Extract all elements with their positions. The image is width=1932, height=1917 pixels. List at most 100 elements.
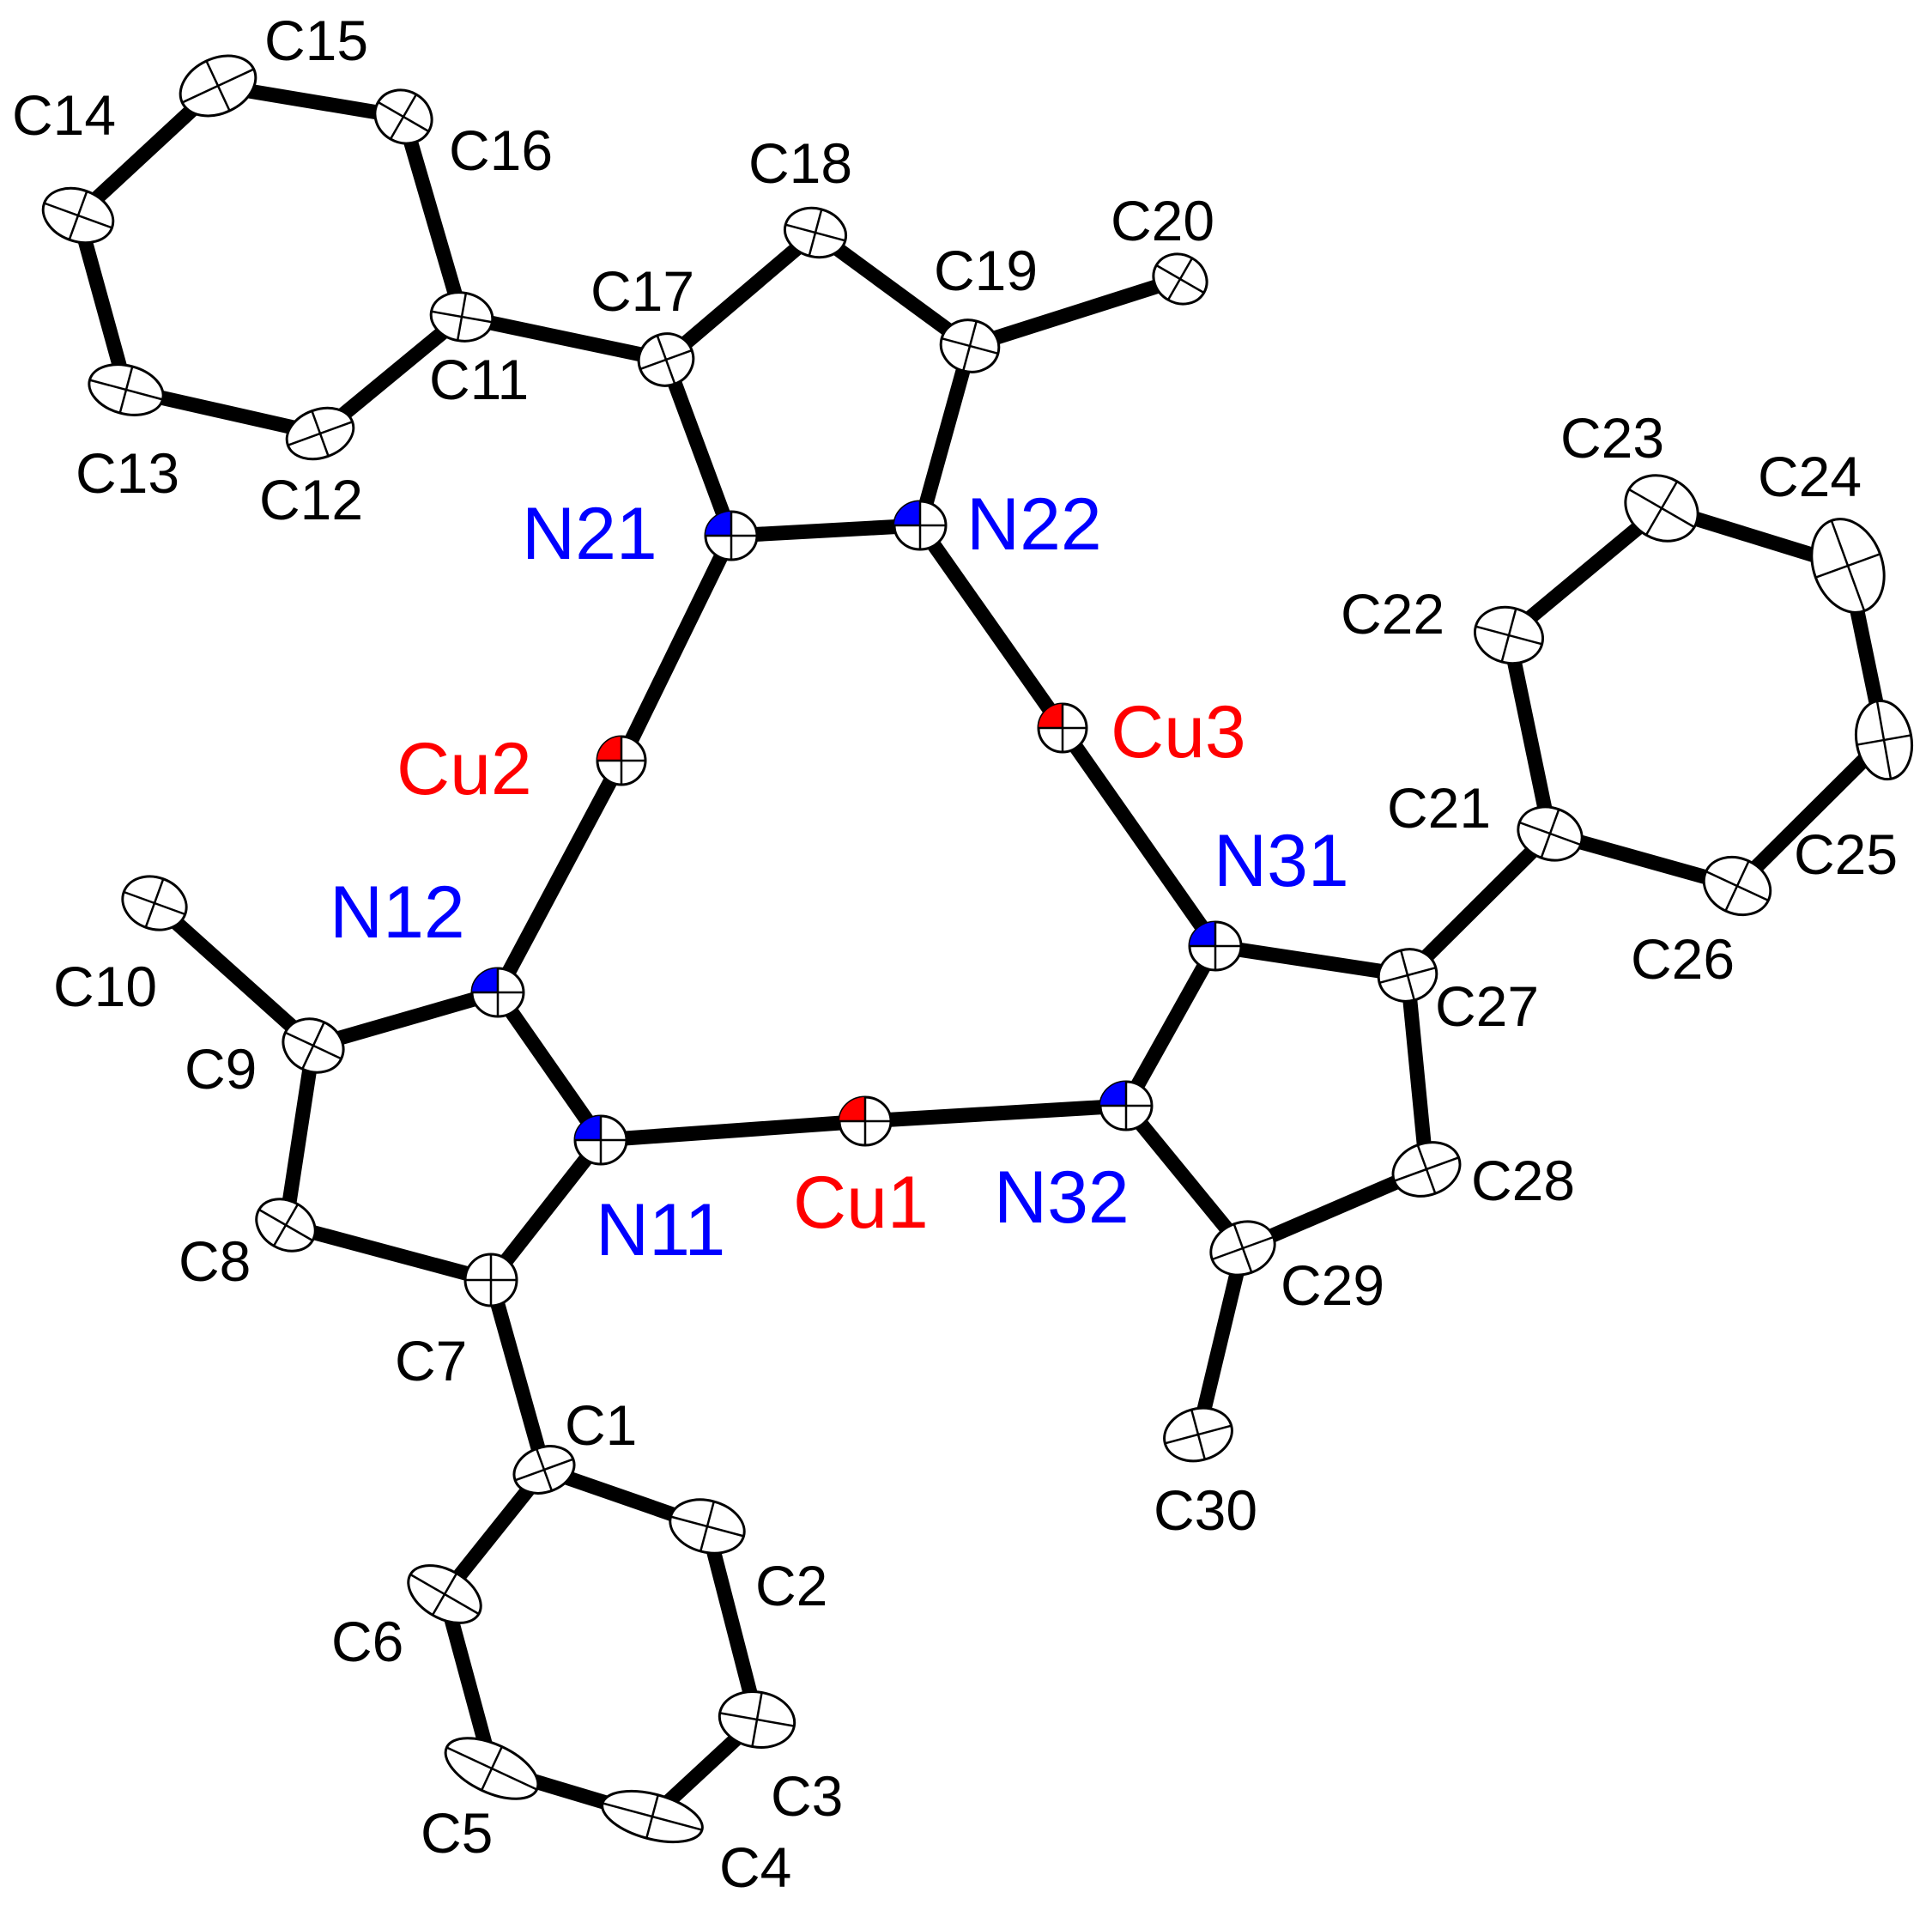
atom-label-cu3: Cu3: [1111, 691, 1246, 773]
atom-c25: [1854, 699, 1914, 781]
bond-n22-cu3: [912, 518, 1070, 736]
atom-label-c5: C5: [421, 1801, 493, 1865]
bond-n32-cu1: [857, 1098, 1134, 1129]
atom-c26: [1702, 855, 1772, 917]
atom-label-c24: C24: [1758, 445, 1862, 508]
bond-c22-c23: [1501, 500, 1669, 643]
atom-n32: [1099, 1080, 1154, 1131]
atom-label-c15: C15: [264, 9, 368, 72]
atom-label-c4: C4: [719, 1835, 791, 1899]
atom-label-c9: C9: [185, 1037, 257, 1101]
atom-n21: [704, 510, 759, 561]
atom-cu3: [1037, 702, 1088, 754]
bond-c25-c26: [1729, 732, 1892, 894]
atom-c12: [285, 406, 355, 461]
atom-label-c21: C21: [1387, 776, 1491, 840]
label-layer: C1C2C3C4C5C6C7C8C9C10C11C12C13C14C15C16C…: [12, 9, 1898, 1899]
bond-c21-c22: [1501, 628, 1558, 841]
atom-c23: [1624, 474, 1699, 543]
atom-c16: [373, 88, 433, 145]
bond-n12-cu2: [490, 753, 629, 1000]
atom-c27: [1377, 948, 1438, 1003]
atom-c9: [282, 1017, 345, 1074]
bond-c17-c18: [658, 225, 823, 367]
atom-n22: [893, 500, 948, 551]
atom-label-c27: C27: [1435, 974, 1539, 1038]
atom-c22: [1473, 605, 1545, 665]
bond-n21-cu2: [614, 528, 739, 768]
atom-label-c3: C3: [771, 1764, 843, 1828]
atom-label-n11: N11: [596, 1189, 725, 1271]
atom-c6: [407, 1564, 482, 1624]
atom-c21: [1517, 805, 1584, 862]
atom-n11: [573, 1114, 628, 1166]
atom-cu1: [838, 1095, 893, 1147]
bond-c19-c20: [962, 271, 1188, 354]
atom-label-c10: C10: [53, 955, 157, 1018]
bond-n31-n32: [1118, 938, 1223, 1113]
atom-c11: [429, 291, 494, 343]
atom-label-c28: C28: [1471, 1149, 1575, 1212]
atom-cu2: [596, 735, 647, 786]
atom-c7: [463, 1253, 518, 1307]
bond-n31-cu3: [1055, 720, 1223, 954]
atom-c13: [88, 363, 165, 416]
atom-label-c12: C12: [259, 468, 363, 531]
atom-c20: [1152, 252, 1208, 306]
atom-label-n31: N31: [1214, 820, 1349, 902]
atom-label-c30: C30: [1154, 1478, 1257, 1542]
bond-c16-c11: [396, 109, 469, 325]
atom-label-c23: C23: [1560, 406, 1664, 470]
bond-n11-n12: [490, 985, 609, 1148]
bond-n12-c9: [306, 985, 506, 1053]
bond-n21-n22: [724, 518, 928, 543]
bond-c9-c10: [147, 895, 321, 1053]
bond-c7-c1: [483, 1272, 552, 1477]
bond-n22-c19: [912, 338, 978, 533]
atom-label-n32: N32: [994, 1156, 1130, 1239]
atom-c14: [41, 186, 115, 245]
atom-label-c20: C20: [1111, 189, 1214, 252]
atom-label-c14: C14: [12, 83, 116, 147]
atom-label-c7: C7: [395, 1329, 467, 1392]
atom-label-c13: C13: [76, 441, 179, 505]
atom-c1: [512, 1445, 576, 1495]
bond-c2-c3: [700, 1519, 765, 1727]
bond-n31-c27: [1208, 938, 1415, 983]
atom-label-c11: C11: [429, 348, 529, 411]
bond-n11-c7: [483, 1132, 609, 1288]
atom-c10: [121, 875, 188, 931]
atom-label-c2: C2: [755, 1554, 827, 1617]
bond-c29-c30: [1190, 1241, 1251, 1442]
atom-label-n22: N22: [966, 483, 1102, 566]
atom-label-c16: C16: [449, 118, 553, 182]
atom-label-c25: C25: [1794, 822, 1898, 886]
atom-label-cu1: Cu1: [793, 1162, 929, 1244]
atom-c24: [1810, 518, 1886, 614]
atom-c15: [179, 54, 257, 118]
atom-c29: [1209, 1220, 1276, 1277]
atom-c17: [637, 332, 695, 387]
atom-label-c8: C8: [179, 1229, 251, 1293]
atom-label-cu2: Cu2: [397, 728, 532, 810]
bond-c8-c9: [278, 1038, 321, 1233]
atom-c8: [255, 1198, 317, 1253]
atom-c5: [444, 1737, 540, 1800]
bond-c27-c28: [1400, 968, 1434, 1177]
atom-c28: [1391, 1141, 1462, 1198]
atom-c30: [1163, 1406, 1233, 1463]
atom-label-c18: C18: [748, 131, 852, 195]
bond-n21-c17: [658, 352, 739, 543]
atom-label-c22: C22: [1341, 582, 1444, 646]
atom-label-c17: C17: [591, 259, 694, 323]
atom-c19: [939, 318, 1001, 373]
atom-c2: [669, 1498, 746, 1555]
atom-n31: [1188, 920, 1243, 972]
bond-c13-c14: [70, 208, 134, 397]
atom-label-c19: C19: [934, 239, 1038, 302]
atom-c4: [601, 1789, 704, 1844]
atom-layer: [41, 54, 1914, 1844]
atom-c3: [718, 1690, 796, 1749]
atom-label-n21: N21: [522, 493, 657, 575]
